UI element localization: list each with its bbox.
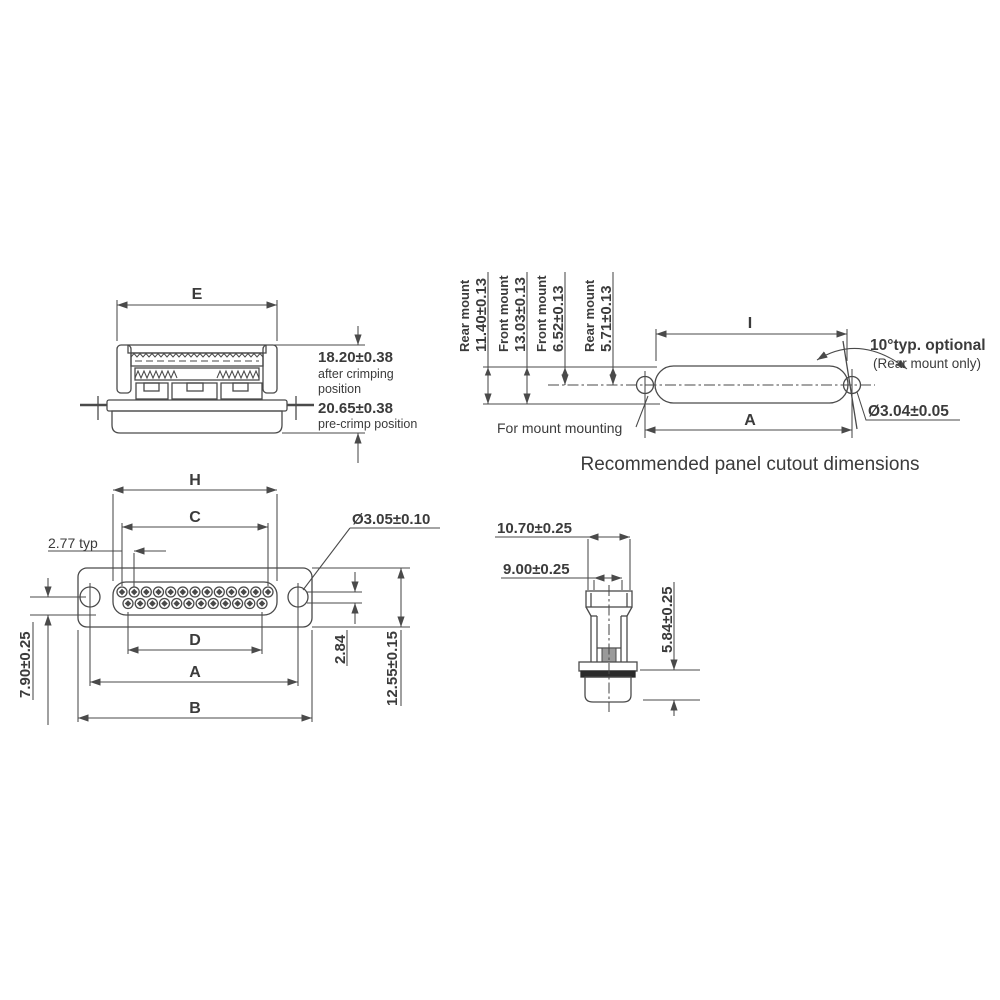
angle-note-2: (Rear mount only)	[873, 356, 981, 371]
crimp-side-view: E 18.20±0.38 after crimping position 20.…	[80, 286, 417, 463]
lower-shell	[111, 410, 283, 434]
contact-strip	[134, 367, 260, 381]
hole-dia-leader	[856, 391, 960, 421]
panel-cutout-outline	[654, 365, 849, 404]
caption: Recommended panel cutout dimensions	[580, 454, 919, 475]
front-view: H C 2.77 typ Ø3.05±0.10 D A	[17, 472, 440, 725]
angle-note: 10°typ. optional	[870, 337, 986, 354]
mount-flange	[578, 661, 638, 672]
lower-boot	[584, 676, 632, 703]
dim-label-d: D	[189, 632, 201, 649]
zigzag-right	[216, 369, 260, 380]
pin-field	[116, 586, 274, 610]
mount-side-view: 10.70±0.25 9.00±0.25 5.84±0.25	[495, 520, 700, 716]
left-ear	[116, 344, 132, 394]
flange	[106, 399, 288, 412]
dim-label-h: H	[189, 472, 201, 489]
lower-height-dim: 5.84±0.25	[659, 586, 676, 653]
angle-arc	[816, 347, 908, 370]
dim-label-i: I	[748, 315, 752, 332]
mount-dim-value: 11.40±0.13	[473, 278, 490, 352]
after-crimp-value: 18.20±0.38	[318, 349, 393, 366]
after-crimp-note: after crimping	[318, 367, 394, 381]
gasket	[580, 670, 636, 678]
right-ear	[262, 344, 278, 394]
dim-label-a: A	[189, 664, 201, 681]
d-shell	[112, 581, 278, 616]
hole-diameter: Ø3.05±0.10	[352, 511, 430, 528]
mount-dim-label: Rear mount	[457, 279, 472, 352]
inner-width-dim: 9.00±0.25	[503, 561, 570, 578]
mount-dim-value: 6.52±0.13	[550, 285, 567, 352]
dim-label-c: C	[189, 509, 201, 526]
serration	[130, 352, 264, 358]
mount-dim-value: 13.03±0.13	[512, 277, 529, 352]
mount-dim-value: 5.71±0.13	[598, 285, 615, 352]
crimp-strip	[130, 352, 264, 367]
panel-cutout-view: Rear mount 11.40±0.13 Front mount 13.03±…	[457, 272, 986, 475]
zigzag-left	[134, 369, 178, 380]
pre-crimp-value: 20.65±0.38	[318, 400, 393, 417]
row-spacing: 2.84	[332, 634, 349, 664]
pin-pitch: 2.77 typ	[48, 535, 98, 551]
pre-crimp-note: pre-crimp position	[318, 417, 417, 431]
outer-width-dim: 10.70±0.25	[497, 520, 572, 537]
mount-note: For mount mounting	[497, 420, 622, 436]
dim-label-b: B	[189, 700, 201, 717]
mount-dim-label: Front mount	[496, 275, 511, 352]
dim-label-e: E	[192, 286, 203, 303]
body-height-dim: 12.55±0.15	[384, 631, 401, 706]
flange-dim: 7.90±0.25	[17, 631, 34, 698]
top-bar	[127, 344, 267, 354]
after-crimp-note-2: position	[318, 382, 361, 396]
hole-diameter: Ø3.04±0.05	[868, 403, 949, 420]
mount-dim-label: Front mount	[534, 275, 549, 352]
mount-dim-label: Rear mount	[582, 279, 597, 352]
dim-label-a: A	[744, 412, 756, 429]
